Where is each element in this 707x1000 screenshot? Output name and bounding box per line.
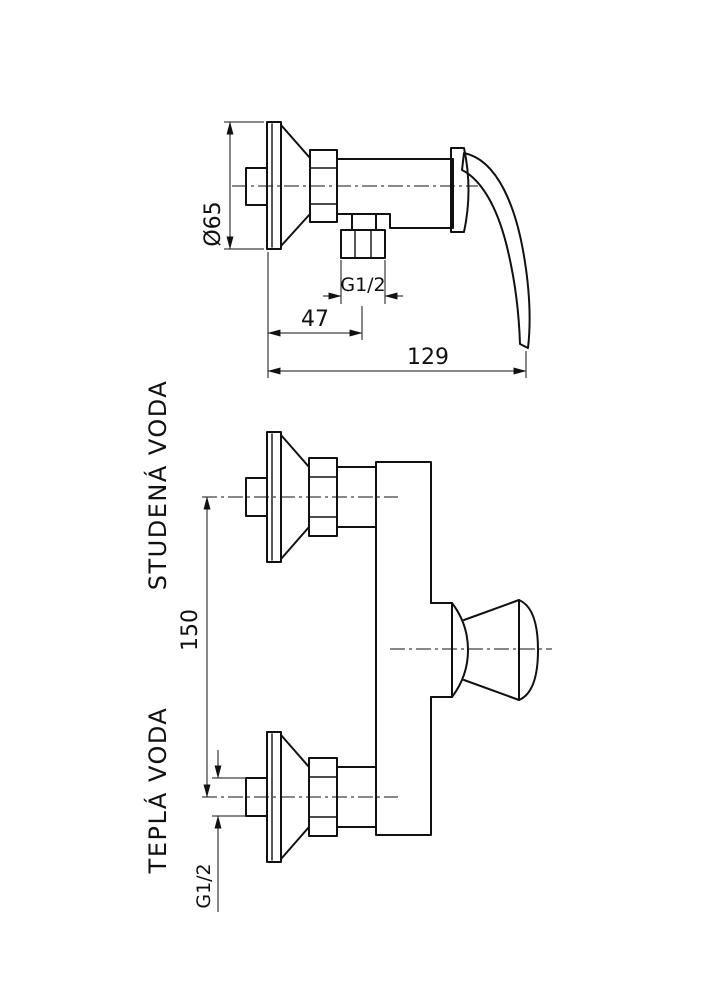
label-cold-water: STUDENÁ VODA [143,380,172,590]
body-column [375,461,432,836]
outlet-hex [340,229,386,259]
hot-inlet-pipe [336,766,377,828]
hot-flange-plate [266,731,282,863]
dim-label-47: 47 [301,307,329,332]
hex-nut-facets [309,167,338,205]
dim-label-diameter: Ø65 [201,201,226,246]
cold-hex-nut [308,457,338,537]
side-view [232,121,531,349]
handle-lever [461,152,531,349]
head-dome [451,602,469,698]
cold-inlet-pipe [336,466,377,528]
outlet-hex-facets [354,229,372,259]
handle-end-cap [518,599,539,701]
front-view-dimensions: STUDENÁ VODA TEPLÁ VODA 150 G1/2 [143,380,246,912]
cold-flange-plate [266,431,282,563]
label-hot-water: TEPLÁ VODA [143,707,172,875]
front-view [202,431,552,863]
cold-hex-facets [308,476,338,518]
dim-label-129: 129 [407,345,449,370]
head-joint [430,602,453,698]
dim-label-outlet-thread: G1/2 [340,274,385,296]
dim-label-inlet-thread: G1/2 [193,863,215,908]
dim-label-150: 150 [178,609,203,651]
wall-flange-plate [266,121,282,250]
valve-body [336,158,454,229]
hot-hex-nut [308,757,338,837]
side-view-dimensions: Ø65 G1/2 47 129 [201,121,527,378]
handle-cone [463,599,520,701]
outlet-neck [351,213,377,231]
hot-hex-facets [308,776,338,818]
